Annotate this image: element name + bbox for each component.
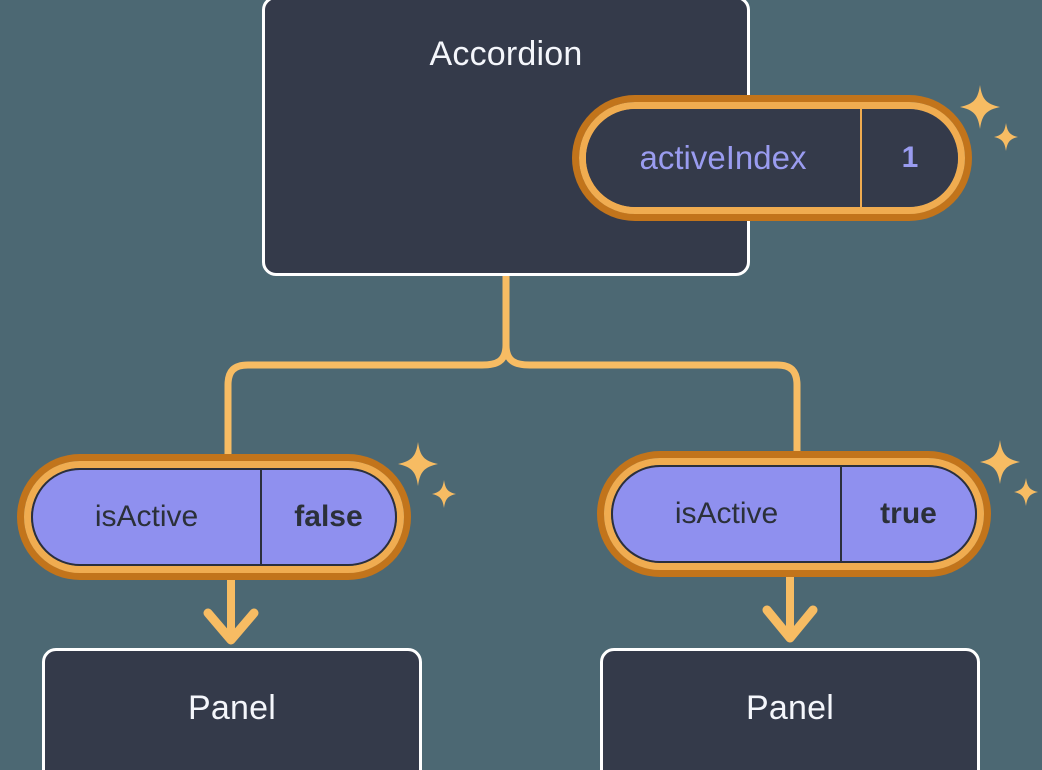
state-pill-isactive-true[interactable]: isActive true bbox=[598, 452, 990, 576]
sparkle-icon bbox=[960, 85, 1000, 129]
pill-ring bbox=[579, 102, 965, 214]
prop-name-activeindex: activeIndex bbox=[586, 109, 862, 207]
sparkle-icon bbox=[398, 442, 438, 486]
sparkle-small-icon bbox=[994, 123, 1018, 151]
sparkle-small-icon bbox=[1014, 478, 1038, 506]
pill-inner: isActive true bbox=[611, 465, 977, 563]
panel-component-card-left[interactable]: Panel bbox=[42, 648, 422, 770]
state-value-isactive: false bbox=[294, 500, 363, 533]
arrow-down-icon bbox=[203, 608, 259, 645]
sparkle-icon bbox=[980, 440, 1020, 484]
state-value-isactive: true bbox=[880, 497, 937, 530]
pill-inner: activeIndex 1 bbox=[586, 109, 958, 207]
accordion-component-card[interactable]: Accordion activeIndex 1 bbox=[262, 0, 1018, 276]
pill-ring bbox=[604, 458, 984, 570]
state-name-isactive: isActive bbox=[33, 470, 262, 564]
panel-title: Panel bbox=[746, 689, 834, 727]
panel-title: Panel bbox=[188, 689, 276, 727]
prop-value-activeindex: 1 bbox=[901, 141, 919, 174]
prop-pill-activeindex[interactable]: activeIndex 1 bbox=[572, 95, 972, 221]
state-pill-isactive-false[interactable]: isActive false bbox=[18, 455, 410, 579]
arrow-right bbox=[762, 573, 818, 643]
sparkle-small-icon bbox=[432, 480, 456, 508]
page-title: Accordion bbox=[429, 35, 583, 73]
pill-inner: isActive false bbox=[31, 468, 397, 566]
connector-trunk-split bbox=[224, 272, 801, 459]
state-name-isactive: isActive bbox=[613, 467, 842, 561]
arrow-down-icon bbox=[762, 605, 818, 643]
pill-ring bbox=[24, 461, 404, 573]
panel-component-card-right[interactable]: Panel bbox=[600, 648, 980, 770]
arrow-left bbox=[203, 578, 259, 645]
